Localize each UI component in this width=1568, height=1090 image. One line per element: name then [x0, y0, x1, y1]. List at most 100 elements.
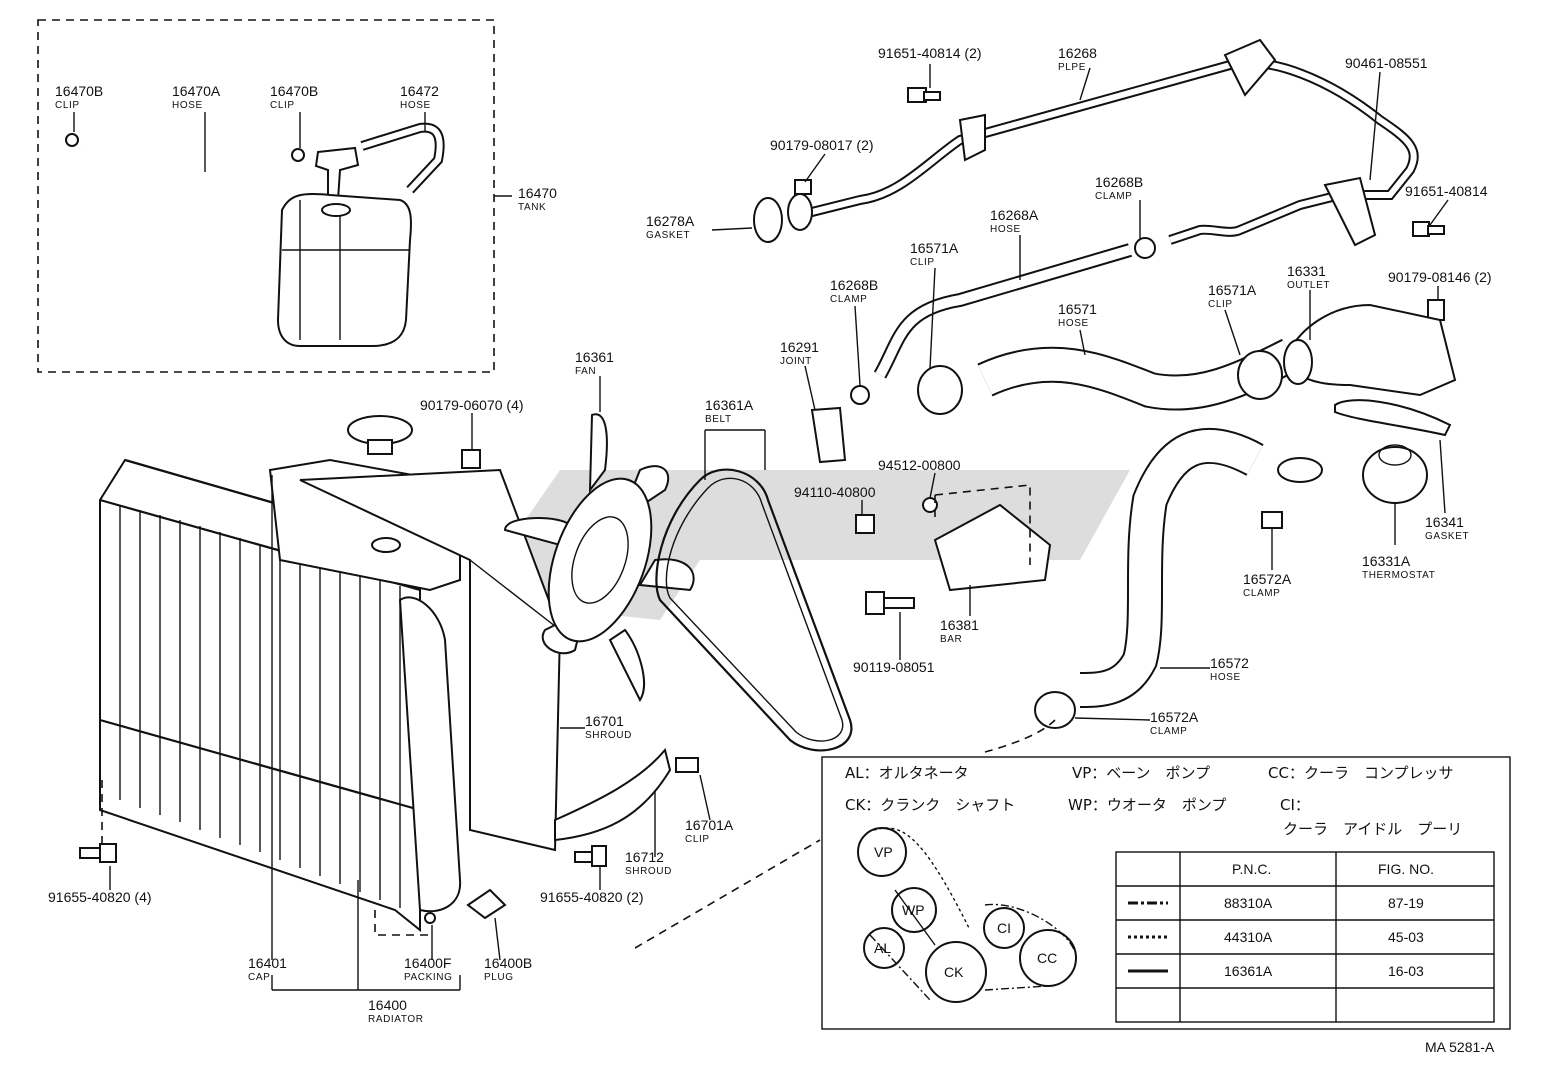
pn-91655-40820-4: 91655-40820 (4) — [48, 889, 152, 905]
pipe-16268-icon — [798, 38, 1419, 247]
legend-ci-desc: クーラ アイドル プーリ — [1283, 820, 1462, 838]
table-row-pnc: 88310A — [1224, 895, 1273, 911]
table-row-fig: 16-03 — [1388, 963, 1424, 979]
thermostat-icon — [1362, 446, 1428, 504]
pn-16571: 16571 — [1058, 301, 1097, 317]
name-16571: HOSE — [1058, 318, 1089, 329]
name-16341: GASKET — [1425, 531, 1469, 542]
table-header-pnc: P.N.C. — [1232, 861, 1271, 877]
reference-table: P.N.C. FIG. NO. 88310A 87-19 44310A 45-0… — [1115, 851, 1495, 1023]
pn-16470b-right: 16470B — [270, 83, 318, 99]
clamp-16268b-icon — [1134, 237, 1156, 259]
name-16571a-left: CLIP — [910, 257, 935, 268]
name-16278a: GASKET — [646, 230, 690, 241]
fan-icon — [503, 413, 695, 702]
inset-border — [37, 19, 495, 373]
pn-16361a: 16361A — [705, 397, 754, 413]
pn-16341: 16341 — [1425, 514, 1464, 530]
pn-90119-08051: 90119-08051 — [853, 659, 935, 675]
pulley-ck: CK — [944, 964, 964, 980]
name-16470a: HOSE — [172, 100, 203, 111]
pn-16712: 16712 — [625, 849, 664, 865]
legend-box: AL：オルタネータ VP：ベーン ポンプ CC：クーラ コンプレッサ CK：クラ… — [821, 756, 1511, 1030]
name-16268a: HOSE — [990, 224, 1021, 235]
pn-16268b-top: 16268B — [1095, 174, 1143, 190]
pulley-cc: CC — [1037, 950, 1057, 966]
joint-icon — [810, 406, 847, 464]
pn-16331: 16331 — [1287, 263, 1326, 279]
legend-ck: CK：クランク シャフト — [845, 796, 1015, 814]
pn-90179-08146: 90179-08146 (2) — [1388, 269, 1492, 285]
name-16361a: BELT — [705, 414, 732, 425]
lower-shroud-icon — [554, 747, 672, 842]
name-16268: PLPE — [1058, 62, 1086, 73]
pn-90179-06070: 90179-06070 (4) — [420, 397, 524, 413]
legend-ci: CI： — [1280, 796, 1310, 814]
water-outlet-icon — [1289, 303, 1457, 397]
clamp-16572a-top-icon — [1277, 457, 1323, 483]
pulley-ci: CI — [997, 920, 1011, 936]
pn-16701: 16701 — [585, 713, 624, 729]
pn-16331a: 16331A — [1362, 553, 1411, 569]
table-row-fig: 87-19 — [1388, 895, 1424, 911]
pn-16400: 16400 — [368, 997, 407, 1013]
reservoir-neck-icon — [314, 146, 360, 201]
pn-16400b: 16400B — [484, 955, 532, 971]
clip-16571a-left-icon — [917, 365, 963, 415]
gasket-16278a-icon — [753, 197, 783, 243]
clip-16571a-right-icon — [1237, 350, 1283, 400]
belt-routing-diagram: VP WP AL CK CI CC — [857, 827, 1077, 1003]
name-16572a-top: CLAMP — [1243, 588, 1280, 599]
table-header-fig: FIG. NO. — [1378, 861, 1434, 877]
name-16361: FAN — [575, 366, 596, 377]
pn-16572: 16572 — [1210, 655, 1249, 671]
table-row-fig: 45-03 — [1388, 929, 1424, 945]
pn-16572a-bottom: 16572A — [1150, 709, 1199, 725]
shroud-icon — [299, 468, 562, 852]
part-labels: 16470B CLIP 16470A HOSE 16470B CLIP 1647… — [48, 45, 1492, 1025]
pn-90179-08017: 90179-08017 (2) — [770, 137, 874, 153]
pulley-al: AL — [874, 940, 891, 956]
name-16701: SHROUD — [585, 730, 632, 741]
pn-16268: 16268 — [1058, 45, 1097, 61]
name-16400b: PLUG — [484, 972, 514, 983]
pn-16472: 16472 — [400, 83, 439, 99]
clip-16470b-left-icon — [65, 133, 79, 147]
name-16401: CAP — [248, 972, 270, 983]
packing-icon — [424, 912, 436, 924]
diagram-reference: MA 5281-A — [1425, 1039, 1495, 1055]
table-row-pnc: 44310A — [1224, 929, 1273, 945]
pn-16701a: 16701A — [685, 817, 734, 833]
name-16572: HOSE — [1210, 672, 1241, 683]
legend-vp: VP：ベーン ポンプ — [1072, 764, 1210, 782]
pulley-vp: VP — [874, 844, 893, 860]
bar-icon — [933, 503, 1052, 592]
pn-16381: 16381 — [940, 617, 979, 633]
name-16701a: CLIP — [685, 834, 710, 845]
pn-16470b-left: 16470B — [55, 83, 103, 99]
name-16470: TANK — [518, 202, 546, 213]
pn-94110-40800: 94110-40800 — [794, 484, 876, 500]
leader-lines — [73, 64, 1449, 991]
pn-16401: 16401 — [248, 955, 287, 971]
pn-94512-00800: 94512-00800 — [878, 457, 961, 473]
pn-16400f: 16400F — [404, 955, 451, 971]
pn-91651-40814-2: 91651-40814 (2) — [878, 45, 982, 61]
name-16571a-right: CLIP — [1208, 299, 1233, 310]
pn-91655-40820-2: 91655-40820 (2) — [540, 889, 644, 905]
name-16268b-top: CLAMP — [1095, 191, 1132, 202]
pn-16361: 16361 — [575, 349, 614, 365]
bolt-icon — [79, 87, 1445, 867]
table-row-pnc: 16361A — [1224, 963, 1273, 979]
name-16712: SHROUD — [625, 866, 672, 877]
belt-icon — [655, 468, 853, 752]
clip-16470b-right-icon — [291, 148, 305, 162]
pn-16278a: 16278A — [646, 213, 695, 229]
name-16472: HOSE — [400, 100, 431, 111]
pn-16572a-top: 16572A — [1243, 571, 1292, 587]
pn-16470: 16470 — [518, 185, 557, 201]
name-16291: JOINT — [780, 356, 812, 367]
pn-90461-08551: 90461-08551 — [1345, 55, 1428, 71]
gasket-16341-icon — [1334, 399, 1452, 437]
